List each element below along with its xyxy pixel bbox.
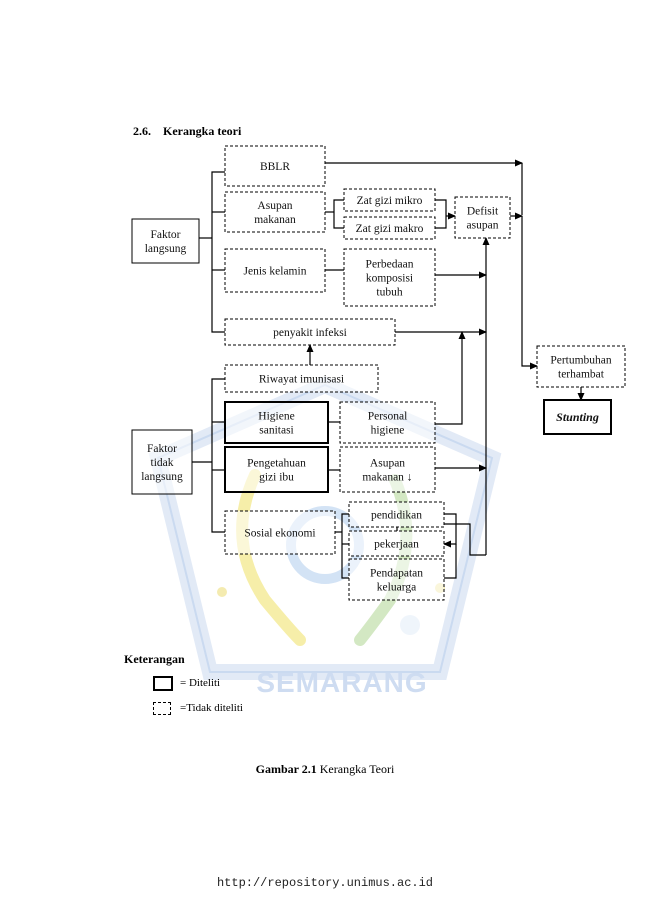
caption-label: Gambar 2.1 bbox=[255, 762, 317, 776]
arrow-connector bbox=[435, 331, 466, 425]
label-asupan2: makanan ↓ bbox=[362, 472, 412, 484]
label-zat-mikro: Zat gizi mikro bbox=[357, 195, 423, 207]
label-sosial: Sosial ekonomi bbox=[244, 528, 315, 540]
box-pendapatan: Pendapatan keluarga bbox=[348, 558, 445, 601]
line-connector bbox=[341, 513, 349, 579]
label-higiene-sanitasi: Higiene bbox=[258, 411, 294, 423]
box-infeksi: penyakit infeksi bbox=[224, 318, 396, 346]
legend-title: Keterangan bbox=[124, 652, 185, 666]
label-faktor-langsung: langsung bbox=[145, 243, 187, 255]
legend-dashed-label: =Tidak diteliti bbox=[180, 702, 243, 714]
line-connector bbox=[444, 544, 457, 579]
box-pertumbuhan: Pertumbuhan terhambat bbox=[536, 345, 626, 388]
box-defisit: Defisit asupan bbox=[454, 196, 511, 239]
box-jenis-kelamin: Jenis kelamin bbox=[224, 248, 326, 293]
watermark-yellow-leaf bbox=[236, 469, 306, 646]
box-zat-makro: Zat gizi makro bbox=[343, 216, 436, 240]
legend-dashed-swatch bbox=[153, 702, 171, 715]
label-pekerjaan: pekerjaan bbox=[374, 539, 419, 551]
box-perbedaan: Perbedaan komposisi tubuh bbox=[343, 248, 436, 307]
legend-solid-swatch bbox=[153, 676, 173, 691]
line-connector bbox=[211, 171, 225, 333]
box-pekerjaan: pekerjaan bbox=[348, 530, 445, 557]
label-pendapatan: keluarga bbox=[377, 582, 416, 594]
box-pengetahuan: Pengetahuan gizi ibu bbox=[224, 446, 329, 493]
figure-caption: Gambar 2.1 Kerangka Teori bbox=[0, 762, 650, 777]
label-bblr: BBLR bbox=[260, 161, 290, 173]
box-higiene-sanitasi: Higiene sanitasi bbox=[224, 401, 329, 444]
label-perbedaan: tubuh bbox=[376, 287, 402, 299]
box-zat-mikro: Zat gizi mikro bbox=[343, 188, 436, 212]
box-faktor-tidak: Faktor tidak langsung bbox=[131, 429, 193, 495]
label-zat-makro: Zat gizi makro bbox=[356, 223, 424, 235]
box-imunisasi: Riwayat imunisasi bbox=[224, 364, 379, 393]
box-stunting: Stunting bbox=[543, 399, 612, 435]
label-asupan-makanan: makanan bbox=[254, 214, 296, 226]
caption-text: Kerangka Teori bbox=[316, 762, 395, 776]
label-jenis-kelamin: Jenis kelamin bbox=[244, 266, 307, 278]
label-faktor-langsung: Faktor bbox=[150, 229, 180, 241]
label-imunisasi: Riwayat imunisasi bbox=[259, 374, 344, 386]
label-asupan2: Asupan bbox=[370, 458, 405, 470]
label-higiene-sanitasi: sanitasi bbox=[259, 425, 294, 437]
box-asupan-makanan: Asupan makanan bbox=[224, 191, 326, 233]
label-pertumbuhan: Pertumbuhan bbox=[550, 355, 612, 367]
box-faktor-langsung: Faktor langsung bbox=[131, 218, 200, 264]
box-asupan2: Asupan makanan ↓ bbox=[339, 446, 436, 493]
line-connector bbox=[444, 523, 486, 556]
label-infeksi: penyakit infeksi bbox=[273, 327, 347, 339]
box-pendidikan: pendidikan bbox=[348, 501, 445, 528]
label-faktor-tidak: Faktor bbox=[147, 443, 177, 455]
label-pengetahuan: Pengetahuan bbox=[247, 458, 306, 470]
label-defisit: asupan bbox=[467, 220, 499, 232]
label-perbedaan: Perbedaan bbox=[366, 259, 414, 271]
watermark-text: SEMARANG bbox=[256, 667, 427, 698]
connector-lines bbox=[192, 159, 585, 579]
label-stunting: Stunting bbox=[556, 410, 599, 424]
repository-url: http://repository.unimus.ac.id bbox=[216, 876, 434, 890]
label-personal-higiene: Personal bbox=[368, 411, 408, 423]
box-sosial: Sosial ekonomi bbox=[224, 510, 336, 555]
section-title: Kerangka teori bbox=[163, 124, 242, 138]
label-pengetahuan: gizi ibu bbox=[259, 472, 294, 484]
box-bblr: BBLR bbox=[224, 145, 326, 187]
label-pertumbuhan: terhambat bbox=[558, 369, 605, 381]
label-faktor-tidak: tidak bbox=[151, 457, 174, 469]
arrow-connector bbox=[521, 216, 538, 370]
label-pendidikan: pendidikan bbox=[371, 510, 422, 522]
section-heading: 2.6. Kerangka teori bbox=[133, 124, 241, 139]
label-defisit: Defisit bbox=[467, 206, 499, 218]
label-faktor-tidak: langsung bbox=[141, 471, 183, 483]
line-connector bbox=[333, 199, 344, 229]
label-pendapatan: Pendapatan bbox=[370, 568, 423, 580]
label-perbedaan: komposisi bbox=[366, 273, 413, 285]
line-connector bbox=[435, 199, 447, 229]
label-personal-higiene: higiene bbox=[371, 425, 405, 437]
arrow-connector bbox=[443, 513, 457, 548]
box-personal-higiene: Personal higiene bbox=[339, 401, 436, 444]
section-number: 2.6. bbox=[133, 124, 151, 138]
line-connector bbox=[211, 378, 225, 533]
label-asupan-makanan: Asupan bbox=[257, 200, 292, 212]
legend-solid-label: = Diteliti bbox=[180, 677, 221, 689]
